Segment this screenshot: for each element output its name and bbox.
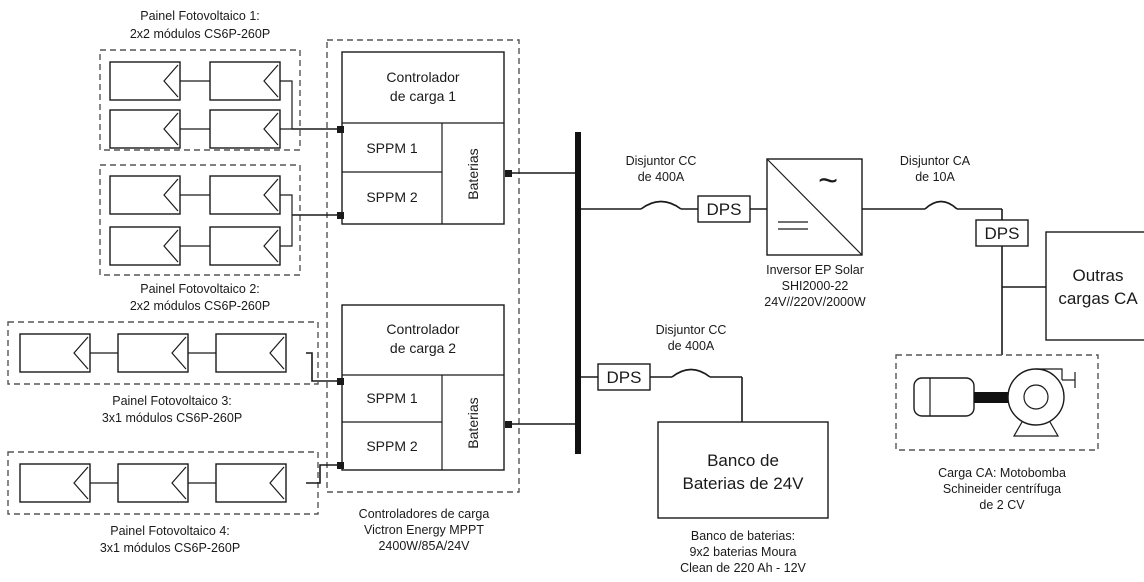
controllers-caption-line1: Controladores de carga	[359, 507, 490, 521]
breaker-ac-label: Disjuntor CA	[900, 154, 971, 168]
breaker-dc-battery-rating: de 400A	[668, 339, 715, 353]
breaker-dc-battery-label: Disjuntor CC	[656, 323, 727, 337]
inverter-icon: ~	[818, 162, 838, 200]
pv-panel-2-spec: 2x2 módulos CS6P-260P	[130, 299, 270, 313]
pv-module-icon	[19, 463, 91, 503]
pump-label-line2: Schineider centrífuga	[943, 482, 1061, 496]
pv-module-icon	[109, 109, 181, 149]
battery-bank-caption-line3: Clean de 220 Ah - 12V	[680, 561, 806, 575]
battery-bank-title-line2: Baterias de 24V	[683, 474, 805, 493]
inverter: ~ Inversor EP Solar SHI2000-22 24V//220V…	[764, 158, 866, 309]
dps-dc-inverter	[697, 195, 751, 223]
controller-2-sppm1: SPPM 1	[366, 390, 418, 406]
pump-load: Carga CA: Motobomba Schineider centrífug…	[895, 354, 1099, 512]
pv-panel-2-frame	[99, 164, 301, 276]
other-ac-loads: Outras cargas CA	[1045, 231, 1144, 341]
dps-dc-inverter-label: DPS	[707, 200, 742, 219]
pump-load-frame	[895, 354, 1099, 451]
pv-module-icon	[109, 61, 181, 101]
pv-panel-3-label: Painel Fotovoltaico 3:	[112, 394, 232, 408]
controller-1-title: Controlador	[386, 69, 459, 85]
battery-bank-caption-line2: 9x2 baterias Moura	[689, 545, 796, 559]
pv-module-icon	[209, 175, 281, 215]
pv-module-icon	[215, 333, 287, 373]
pv-module-icon	[215, 463, 287, 503]
controller-2-subtitle: de carga 2	[390, 340, 456, 356]
controller-1-sppm2: SPPM 2	[366, 189, 418, 205]
dc-branch-battery: DPS Disjuntor CC de 400A	[581, 323, 743, 422]
charge-controller-2: Controlador de carga 2 SPPM 1 SPPM 2 Bat…	[341, 304, 505, 471]
controller-1-subtitle: de carga 1	[390, 88, 456, 104]
breaker-ac-rating: de 10A	[915, 170, 955, 184]
pump-label-line1: Carga CA: Motobomba	[938, 466, 1066, 480]
controller-2-batteries-label: Baterias	[465, 397, 481, 448]
pv-panel-2-label: Painel Fotovoltaico 2:	[140, 282, 260, 296]
pv-module-icon	[109, 226, 181, 266]
pv-panel-4-label: Painel Fotovoltaico 4:	[110, 524, 230, 538]
controllers-frame	[326, 39, 520, 493]
controllers-caption-line2: Victron Energy MPPT	[364, 523, 484, 537]
pv-module-icon	[209, 61, 281, 101]
pv-panel-1-label: Painel Fotovoltaico 1:	[140, 9, 260, 23]
pv-module-icon	[117, 333, 189, 373]
pv-module-icon	[209, 226, 281, 266]
pv-panel-1: Painel Fotovoltaico 1: 2x2 módulos CS6P-…	[99, 9, 301, 151]
controller-2-title: Controlador	[386, 321, 459, 337]
inverter-model-label: Inversor EP Solar	[766, 263, 864, 277]
pv-panel-4: Painel Fotovoltaico 4: 3x1 módulos CS6P-…	[7, 451, 319, 555]
battery-bank-title-line1: Banco de	[707, 451, 779, 470]
pump-label-line3: de 2 CV	[979, 498, 1025, 512]
pv-panel-1-frame	[99, 49, 301, 151]
pv-module-icon	[109, 175, 181, 215]
dc-busbar	[575, 132, 581, 454]
other-loads-label-line2: cargas CA	[1058, 289, 1138, 308]
pv-panel-3: Painel Fotovoltaico 3: 3x1 módulos CS6P-…	[7, 321, 319, 425]
pv-panel-2: Painel Fotovoltaico 2: 2x2 módulos CS6P-…	[99, 164, 301, 313]
battery-bank-caption-line1: Banco de baterias:	[691, 529, 795, 543]
pv-panel-1-spec: 2x2 módulos CS6P-260P	[130, 27, 270, 41]
pv-panel-3-spec: 3x1 módulos CS6P-260P	[102, 411, 242, 425]
breaker-dc-inverter-rating: de 400A	[638, 170, 685, 184]
controller-1-sppm1: SPPM 1	[366, 140, 418, 156]
battery-bank: Banco de Baterias de 24V Banco de bateri…	[657, 421, 829, 575]
pv-module-icon	[209, 109, 281, 149]
dps-ac-label: DPS	[985, 224, 1020, 243]
charge-controller-1: Controlador de carga 1 SPPM 1 SPPM 2 Bat…	[341, 51, 505, 225]
pv-module-icon	[117, 463, 189, 503]
controller-2-sppm2: SPPM 2	[366, 438, 418, 454]
inverter-rating: 24V//220V/2000W	[764, 295, 866, 309]
controller-1-batteries-label: Baterias	[465, 148, 481, 199]
controllers-caption-line3: 2400W/85A/24V	[378, 539, 470, 553]
dps-dc-battery	[597, 363, 651, 391]
pv-panel-4-spec: 3x1 módulos CS6P-260P	[100, 541, 240, 555]
breaker-dc-inverter-label: Disjuntor CC	[626, 154, 697, 168]
other-loads-label-line1: Outras	[1072, 266, 1123, 285]
inverter-model-code: SHI2000-22	[782, 279, 849, 293]
dps-dc-battery-label: DPS	[607, 368, 642, 387]
dc-branch-inverter: DPS Disjuntor CC de 400A	[581, 154, 767, 223]
pv-wiring	[292, 126, 577, 484]
centrifugal-pump-icon	[1007, 368, 1076, 437]
pv-module-icon	[19, 333, 91, 373]
motor-icon	[913, 377, 1008, 417]
ac-branch: DPS Disjuntor CA de 10A	[862, 154, 1046, 355]
pv-panel-3-frame	[7, 321, 319, 385]
